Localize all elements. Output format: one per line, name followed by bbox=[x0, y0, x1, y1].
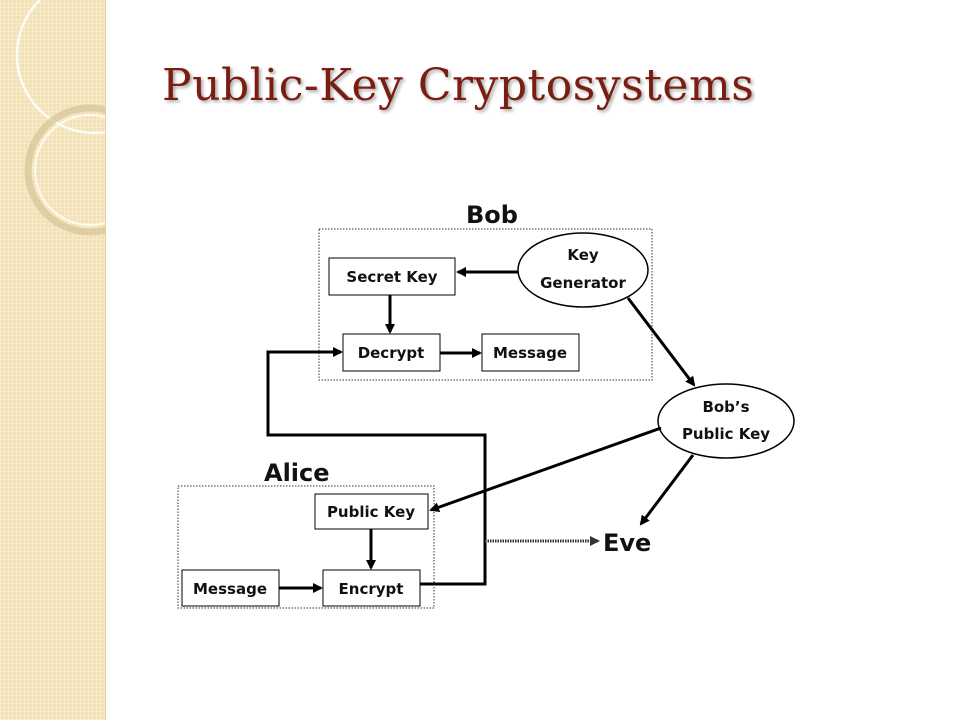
bob-label: Bob bbox=[466, 201, 518, 229]
encrypt-label: Encrypt bbox=[339, 580, 404, 598]
alice-message-label: Message bbox=[193, 580, 267, 598]
key-generator-label-line1: Key bbox=[567, 246, 599, 264]
eve-label: Eve bbox=[603, 529, 651, 557]
bob-region bbox=[318, 228, 653, 381]
decorative-circles bbox=[15, 0, 105, 236]
decorative-side-strip bbox=[0, 0, 106, 720]
alice-label: Alice bbox=[264, 459, 330, 487]
arrow-bobs-public-key-to-alice-public-key bbox=[429, 426, 662, 513]
bobs-public-key-line1: Bob’s bbox=[702, 398, 749, 416]
key-generator-label-line2: Generator bbox=[540, 274, 626, 292]
arrow-bobs-public-key-to-eve bbox=[639, 454, 695, 526]
arrow-encrypt-to-decrypt bbox=[266, 347, 487, 586]
bobs-public-key-line2: Public Key bbox=[682, 425, 770, 443]
alice-public-key-label: Public Key bbox=[327, 503, 415, 521]
arrow-keygen-to-bobs-public-key bbox=[626, 297, 696, 387]
decrypt-box bbox=[342, 333, 441, 372]
secret-key-box bbox=[328, 257, 456, 296]
decrypt-label: Decrypt bbox=[358, 344, 425, 362]
key-generator-node bbox=[517, 232, 649, 308]
bob-message-label: Message bbox=[493, 344, 567, 362]
bobs-public-key-node bbox=[657, 383, 795, 459]
encrypt-box bbox=[322, 569, 421, 607]
alice-message-box bbox=[181, 569, 280, 607]
slide-title: Public-Key Cryptosystems bbox=[162, 60, 755, 111]
bob-message-box bbox=[481, 333, 580, 372]
secret-key-label: Secret Key bbox=[346, 268, 437, 286]
